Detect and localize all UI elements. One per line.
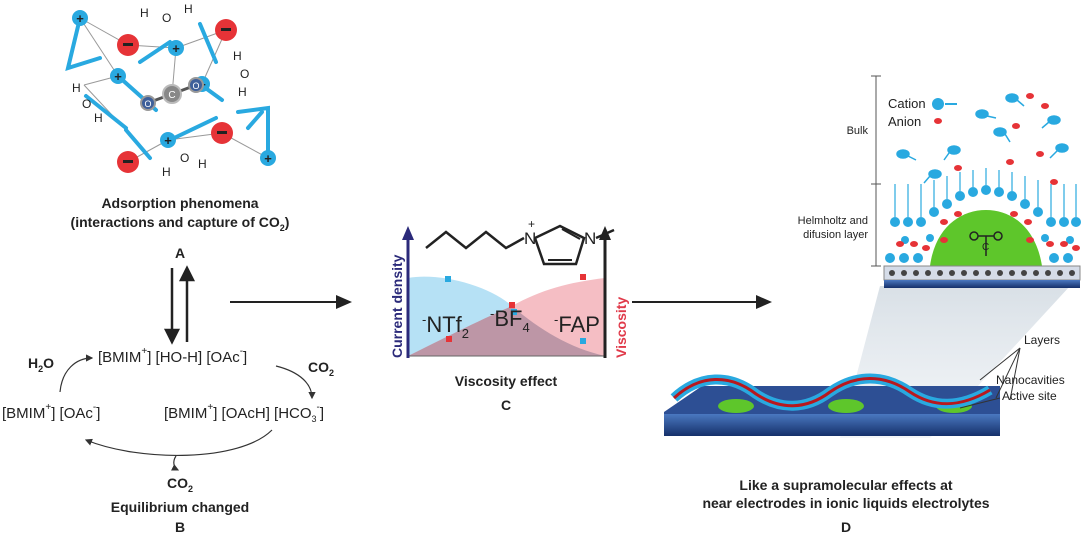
scale-bar <box>871 75 881 267</box>
co2-molecule: O C O <box>140 77 204 111</box>
panel-a-caption-1: Adsorption phenomena <box>101 195 258 211</box>
svg-text:+: + <box>264 151 272 166</box>
bulk-label: Bulk <box>847 125 869 137</box>
layer-pointers <box>959 347 1021 409</box>
panel-c-plot <box>402 226 611 358</box>
panel-b-cycle: [BMIM+] [HO-H] [OAc-] H2O CO2 [BMIM+] [O… <box>2 346 334 494</box>
panel-d-letter: D <box>841 519 851 535</box>
water-molecules: H O H H O H H O H H O H <box>72 2 249 179</box>
cation-legend-label: Cation <box>888 96 926 111</box>
species-left: [BMIM+] [OAc-] <box>2 402 100 422</box>
panel-c-caption: Viscosity effect <box>455 373 558 389</box>
h2o-label: H2O <box>28 355 54 374</box>
svg-text:C: C <box>168 90 175 101</box>
species-top: [BMIM+] [HO-H] [OAc-] <box>98 346 247 366</box>
double-layer: C <box>885 168 1081 266</box>
nanocavities-label: Nanocavities <box>996 373 1065 387</box>
panel-d-caption-1: Like a supramolecular effects at <box>739 477 953 493</box>
panel-b-caption: Equilibrium changed <box>111 499 249 515</box>
left-axis-label: Current density <box>389 254 405 358</box>
co2-bottom-label: CO2 <box>167 475 193 494</box>
n1-charge: + <box>528 217 535 231</box>
species-right: [BMIM+] [OAcH] [HCO3-] <box>164 402 324 424</box>
svg-text:O: O <box>162 11 171 25</box>
panel-a-caption-2: (interactions and capture of CO2) <box>71 214 290 233</box>
equilibrium-arrows <box>163 265 196 345</box>
svg-text:H: H <box>233 49 242 63</box>
anion-icon <box>117 19 237 173</box>
flow-arrow <box>632 295 772 309</box>
svg-text:O: O <box>192 81 199 91</box>
layers-label: Layers <box>1024 333 1060 347</box>
anion-ntf2: -NTf2 <box>422 312 469 341</box>
right-axis-label: Viscosity <box>613 297 629 358</box>
svg-text:+: + <box>172 41 180 56</box>
active-site-label: Active site <box>1002 389 1057 403</box>
svg-text:H: H <box>184 2 193 16</box>
svg-text:+: + <box>114 69 122 84</box>
panel-c-molecule <box>425 224 615 266</box>
anion-fap: -FAP <box>554 312 600 337</box>
anion-bf4: -BF4 <box>490 306 530 335</box>
panel-d-caption-2: near electrodes in ionic liquids electro… <box>702 495 989 511</box>
helmholtz-label-1: Helmholtz and <box>798 215 868 227</box>
svg-text:O: O <box>180 151 189 165</box>
svg-text:+: + <box>164 133 172 148</box>
svg-text:H: H <box>94 111 103 125</box>
panel-c-letter: C <box>501 397 511 413</box>
svg-text:O: O <box>144 99 151 109</box>
panel-a-letter: A <box>175 245 185 261</box>
co2-label: CO2 <box>308 359 334 378</box>
panel-a-network: + + + + + + O C O H O H H <box>65 2 276 179</box>
electrode-bottom <box>664 373 1000 436</box>
svg-text:H: H <box>238 85 247 99</box>
svg-text:H: H <box>162 165 171 179</box>
cation-icon <box>932 98 944 110</box>
svg-text:C: C <box>982 242 989 253</box>
anion-legend-label: Anion <box>888 114 921 129</box>
anion-icon <box>934 118 942 124</box>
bulk-ions <box>896 93 1069 185</box>
electrode-top <box>883 265 1081 288</box>
n1-atom: N <box>524 229 536 248</box>
helmholtz-label-2: difusion layer <box>803 229 868 241</box>
svg-text:H: H <box>198 157 207 171</box>
flow-arrow <box>230 295 352 309</box>
svg-text:O: O <box>82 97 91 111</box>
svg-text:H: H <box>140 6 149 20</box>
panel-b-letter: B <box>175 519 185 535</box>
n2-atom: N <box>584 229 596 248</box>
svg-text:+: + <box>76 11 84 26</box>
svg-text:H: H <box>72 81 81 95</box>
svg-text:O: O <box>240 67 249 81</box>
